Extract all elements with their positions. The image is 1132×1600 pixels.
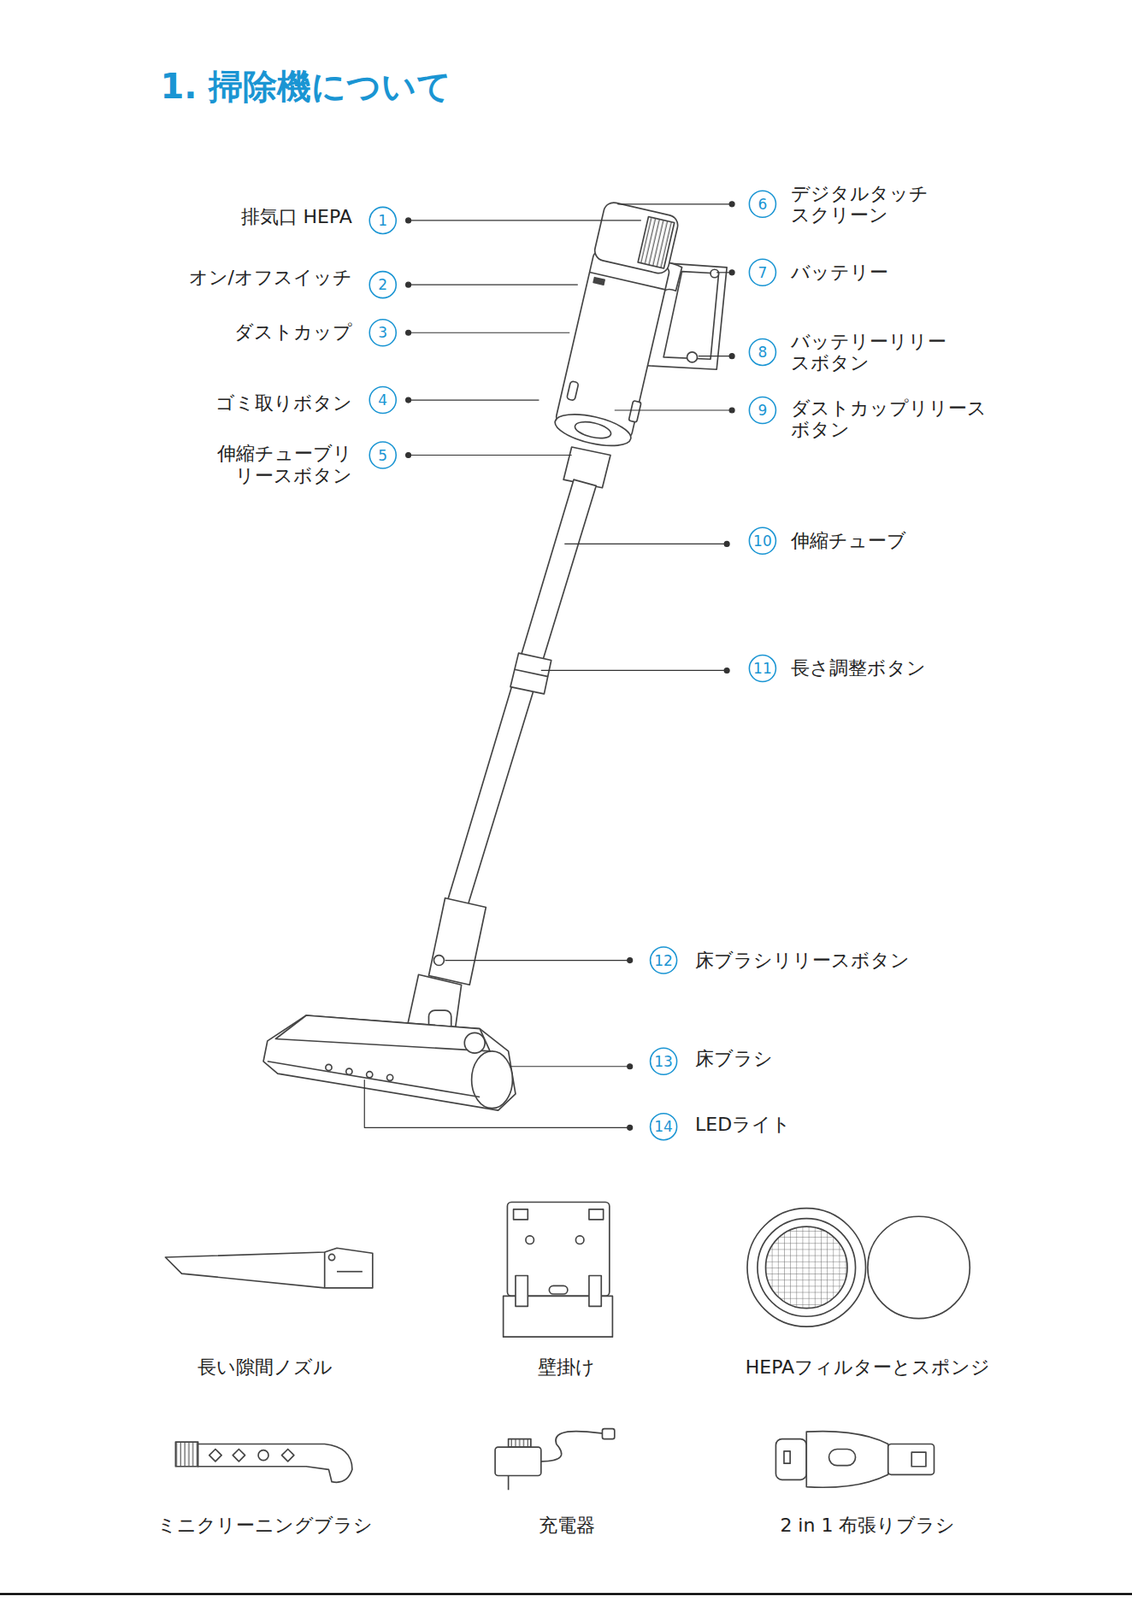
callout-number: 11 bbox=[749, 655, 776, 682]
part-name: 床ブラシ bbox=[695, 1049, 773, 1071]
floor-brush bbox=[263, 1015, 516, 1111]
accessory-name: 2 in 1 布張りブラシ bbox=[779, 1515, 956, 1537]
accessory-name: 長い隙間ノズル bbox=[197, 1356, 333, 1379]
callout-number: 14 bbox=[650, 1114, 677, 1140]
callout-number: 7 bbox=[749, 259, 776, 286]
part-name: LEDライト bbox=[695, 1114, 791, 1136]
callout-circles bbox=[369, 190, 776, 1140]
part-name: ダストカップ bbox=[234, 322, 353, 344]
part-name: 伸縮チューブ bbox=[790, 530, 907, 552]
part-name: ダストカップリリース ボタン bbox=[790, 396, 1032, 441]
callout-number: 8 bbox=[749, 339, 776, 366]
callout-number: 12 bbox=[650, 948, 677, 974]
part-name: バッテリー bbox=[790, 261, 889, 283]
part-name: 長さ調整ボタン bbox=[790, 657, 926, 679]
wall-mount bbox=[503, 1202, 614, 1339]
callout-number: 2 bbox=[370, 271, 396, 298]
mini-brush bbox=[175, 1442, 353, 1483]
main-body bbox=[552, 200, 684, 453]
callout-number: 4 bbox=[370, 387, 396, 413]
part-name: オン/オフスイッチ bbox=[188, 266, 353, 289]
callout-number: 3 bbox=[370, 319, 396, 346]
upholstery-brush bbox=[775, 1432, 934, 1489]
callout-number: 6 bbox=[749, 191, 776, 218]
part-name: ゴミ取りボタン bbox=[215, 392, 353, 414]
part-name: 床ブラシリリースボタン bbox=[695, 949, 910, 972]
accessory-name: 壁掛け bbox=[537, 1356, 596, 1379]
accessory-name: HEPAフィルターとスポンジ bbox=[745, 1356, 991, 1379]
part-name: デジタルタッチ スクリーン bbox=[790, 182, 970, 227]
telescopic-tube bbox=[406, 447, 611, 1044]
accessory-name: 充電器 bbox=[538, 1515, 596, 1537]
page-rule bbox=[0, 1593, 1132, 1596]
callout-number: 13 bbox=[650, 1049, 677, 1075]
accessory-name: ミニクリーニングブラシ bbox=[157, 1515, 373, 1537]
page-title: 1. 掃除機について bbox=[159, 63, 452, 111]
callout-number: 9 bbox=[749, 397, 776, 424]
hepa-filter bbox=[747, 1208, 970, 1328]
charger bbox=[495, 1429, 615, 1492]
crevice-nozzle bbox=[165, 1248, 372, 1289]
leader-lines bbox=[364, 201, 735, 1132]
callout-number: 10 bbox=[749, 528, 776, 555]
part-name: 伸縮チューブリ リースボタン bbox=[173, 442, 353, 487]
callout-number: 5 bbox=[370, 442, 396, 469]
callout-number: 1 bbox=[370, 207, 396, 234]
part-name: バッテリーリリー スボタン bbox=[790, 330, 985, 375]
part-name: 排気口 HEPA bbox=[241, 206, 353, 229]
